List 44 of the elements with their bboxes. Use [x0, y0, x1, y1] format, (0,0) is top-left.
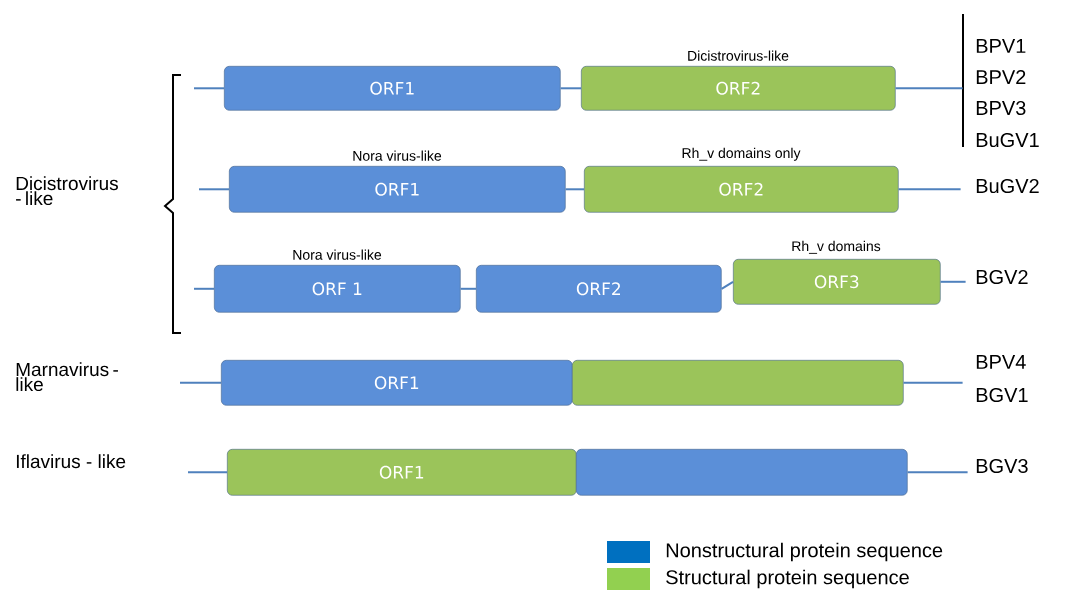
group-label: BGV3: [976, 458, 1028, 474]
group-label: BPV4: [976, 355, 1026, 369]
group-label: BPV2: [976, 70, 1026, 84]
group-label: BPV3: [976, 100, 1026, 116]
orf-box: ORF2: [476, 265, 722, 313]
group-label: BPV1: [976, 39, 1026, 53]
orf-box: ORF2: [581, 66, 896, 111]
group-label: BGV2: [976, 269, 1028, 285]
orf-box: ORF1: [227, 449, 577, 496]
group-label: Dicistrovirus - like: [16, 176, 118, 206]
annotation-text: Rh_v domains only: [682, 147, 801, 161]
group-label: Iflavirus - like: [16, 454, 126, 469]
legend-text: Structural protein sequence: [666, 569, 909, 589]
group-label: BuGV2: [976, 178, 1039, 194]
protein-segment-bar: [572, 360, 904, 406]
connector-line: [564, 188, 585, 191]
connector-line: [459, 287, 477, 290]
annotation-text: Nora virus-like: [353, 150, 442, 161]
orf-box: ORF1: [221, 360, 573, 406]
connector-line: [902, 381, 964, 384]
connector-line: [906, 471, 969, 474]
protein-segment-bar: [576, 449, 908, 496]
connector-line: [193, 287, 215, 290]
orf-box: ORF1: [229, 166, 566, 213]
group-label: Marnavirus - like: [16, 362, 118, 392]
connector-line: [187, 471, 228, 474]
legend-text: Nonstructural protein sequence: [666, 542, 943, 562]
annotation-text: Rh_v domains: [792, 240, 881, 254]
connector-line: [193, 87, 225, 90]
connector-line: [198, 188, 230, 191]
orf-box: ORF3: [733, 259, 941, 305]
connector-line: [559, 87, 582, 90]
connector-line: [720, 280, 734, 290]
connector-line: [894, 87, 964, 90]
annotation-text: Nora virus-like: [293, 249, 382, 260]
orf-box: ORF2: [584, 166, 899, 213]
connector-line: [939, 280, 967, 283]
annotation-text: Dicistrovirus-like: [688, 50, 789, 61]
connector-line: [897, 188, 962, 191]
orf-box: ORF1: [224, 66, 561, 111]
group-label: BGV1: [976, 387, 1028, 403]
orf-box: ORF 1: [214, 265, 461, 313]
group-label: BuGV1: [976, 132, 1039, 148]
connector-line: [179, 381, 222, 384]
